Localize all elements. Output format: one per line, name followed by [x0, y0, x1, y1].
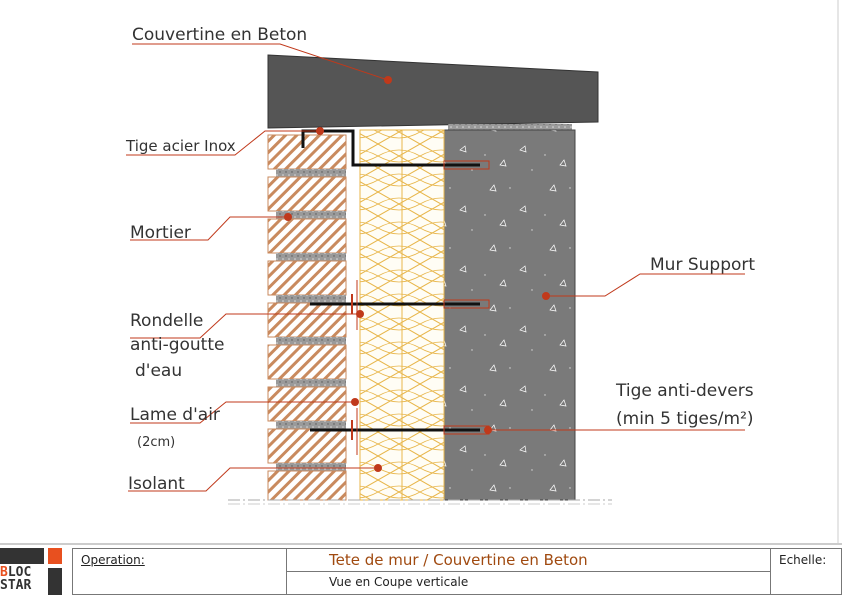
- logo: BLOC STAR: [0, 548, 70, 595]
- logo-line1: BLOC: [0, 565, 32, 580]
- leader-lines: [126, 43, 745, 492]
- logo-block-orange: [48, 548, 62, 564]
- logo-line2: STAR: [0, 578, 32, 593]
- subtitle-cell: Vue en Coupe verticale: [286, 571, 771, 595]
- drawing-title: Tete de mur / Couvertine en Beton: [329, 551, 588, 569]
- label-mortier: Mortier: [130, 223, 191, 243]
- mortar-joint: [276, 253, 346, 261]
- anti-tilt-rod-2: [310, 408, 490, 455]
- brick: [267, 218, 347, 254]
- title-cell: Tete de mur / Couvertine en Beton: [286, 548, 771, 572]
- scale-label: Echelle:: [779, 553, 827, 567]
- label-tige-devers-2: (min 5 tiges/m²): [616, 409, 754, 429]
- brick: [267, 428, 347, 464]
- leader-dots: [284, 127, 550, 472]
- label-couvertine: Couvertine en Beton: [132, 25, 307, 45]
- mortar-joint: [276, 379, 346, 387]
- brick-course-group: [267, 134, 347, 501]
- brick: [267, 470, 347, 501]
- operation-cell: Operation:: [72, 548, 287, 595]
- mortar-bed: [448, 124, 572, 131]
- brick: [267, 134, 347, 170]
- mortar-joint: [276, 211, 346, 219]
- label-lame-air: Lame d'air: [130, 405, 220, 425]
- rod-sleeve: [443, 160, 490, 170]
- label-rondelle-2: anti-goutte: [130, 335, 224, 355]
- operation-label: Operation:: [81, 553, 145, 567]
- logo-block-dark-2: [48, 568, 62, 595]
- brick: [267, 302, 347, 338]
- mortar-joint: [276, 295, 346, 303]
- label-mur-support: Mur Support: [650, 255, 755, 275]
- label-rondelle-3: d'eau: [135, 361, 182, 381]
- coping-block: [267, 54, 599, 129]
- mortar-joint: [276, 169, 346, 177]
- label-lame-air-dim: (2cm): [137, 435, 175, 450]
- mortar-joint: [276, 463, 346, 471]
- support-wall: [443, 129, 576, 501]
- label-tige-devers: Tige anti-devers: [615, 381, 754, 401]
- drawing-subtitle: Vue en Coupe verticale: [329, 575, 469, 589]
- logo-block-dark: [0, 548, 44, 564]
- label-rondelle: Rondelle: [130, 311, 203, 331]
- brick: [267, 386, 347, 422]
- label-isolant: Isolant: [128, 474, 185, 494]
- brick: [267, 176, 347, 212]
- label-tige-acier: Tige acier Inox: [125, 137, 236, 155]
- mortar-joint: [276, 337, 346, 345]
- stainless-rod: [301, 129, 480, 167]
- anti-tilt-rod-1: [310, 280, 490, 330]
- mortar-joint: [276, 421, 346, 429]
- brick: [267, 260, 347, 296]
- scale-cell: Echelle:: [770, 548, 842, 595]
- brick: [267, 344, 347, 380]
